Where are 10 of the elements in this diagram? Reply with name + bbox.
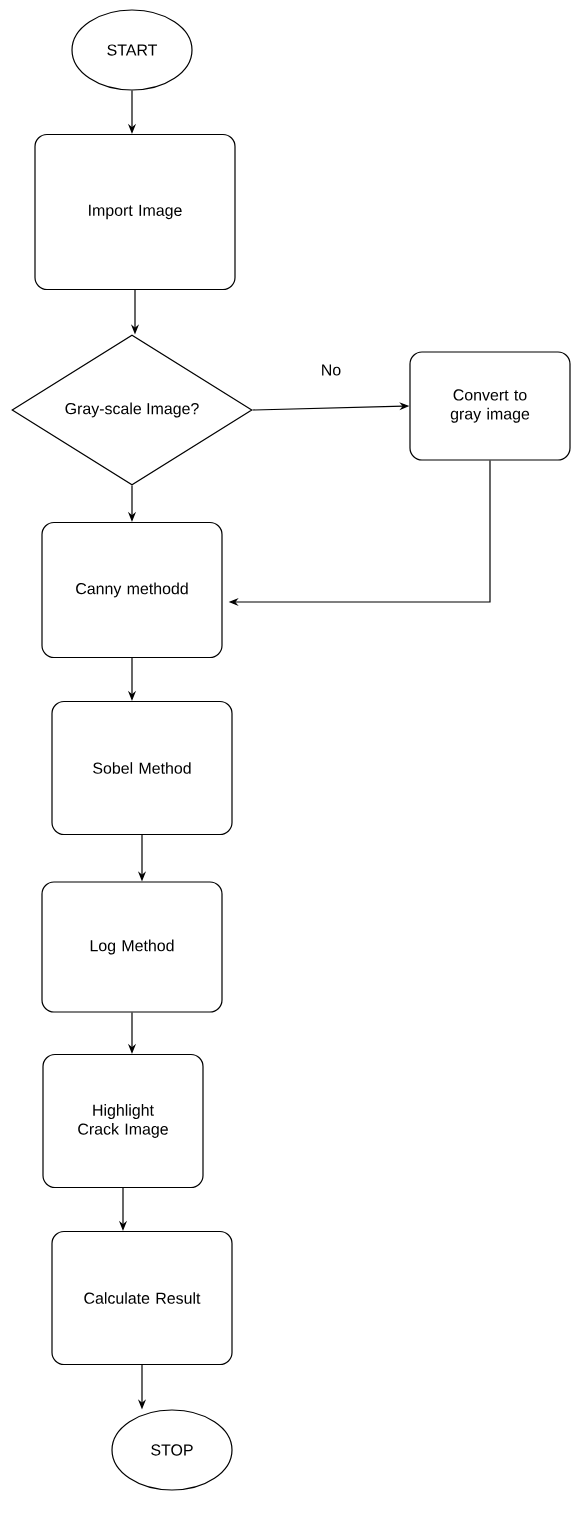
process-box: Canny methodd bbox=[41, 521, 223, 659]
process-box: Log Method bbox=[41, 881, 223, 1013]
edge-label: No bbox=[318, 362, 344, 378]
terminal-oval: STOP bbox=[111, 1409, 233, 1491]
terminal-oval: START bbox=[71, 9, 193, 91]
process-box: Calculate Result bbox=[51, 1230, 233, 1366]
process-box: Convert to gray image bbox=[409, 351, 571, 461]
process-box: Sobel Method bbox=[51, 700, 233, 836]
process-box: Import Image bbox=[34, 133, 236, 291]
process-box: Highlight Crack Image bbox=[42, 1053, 204, 1189]
